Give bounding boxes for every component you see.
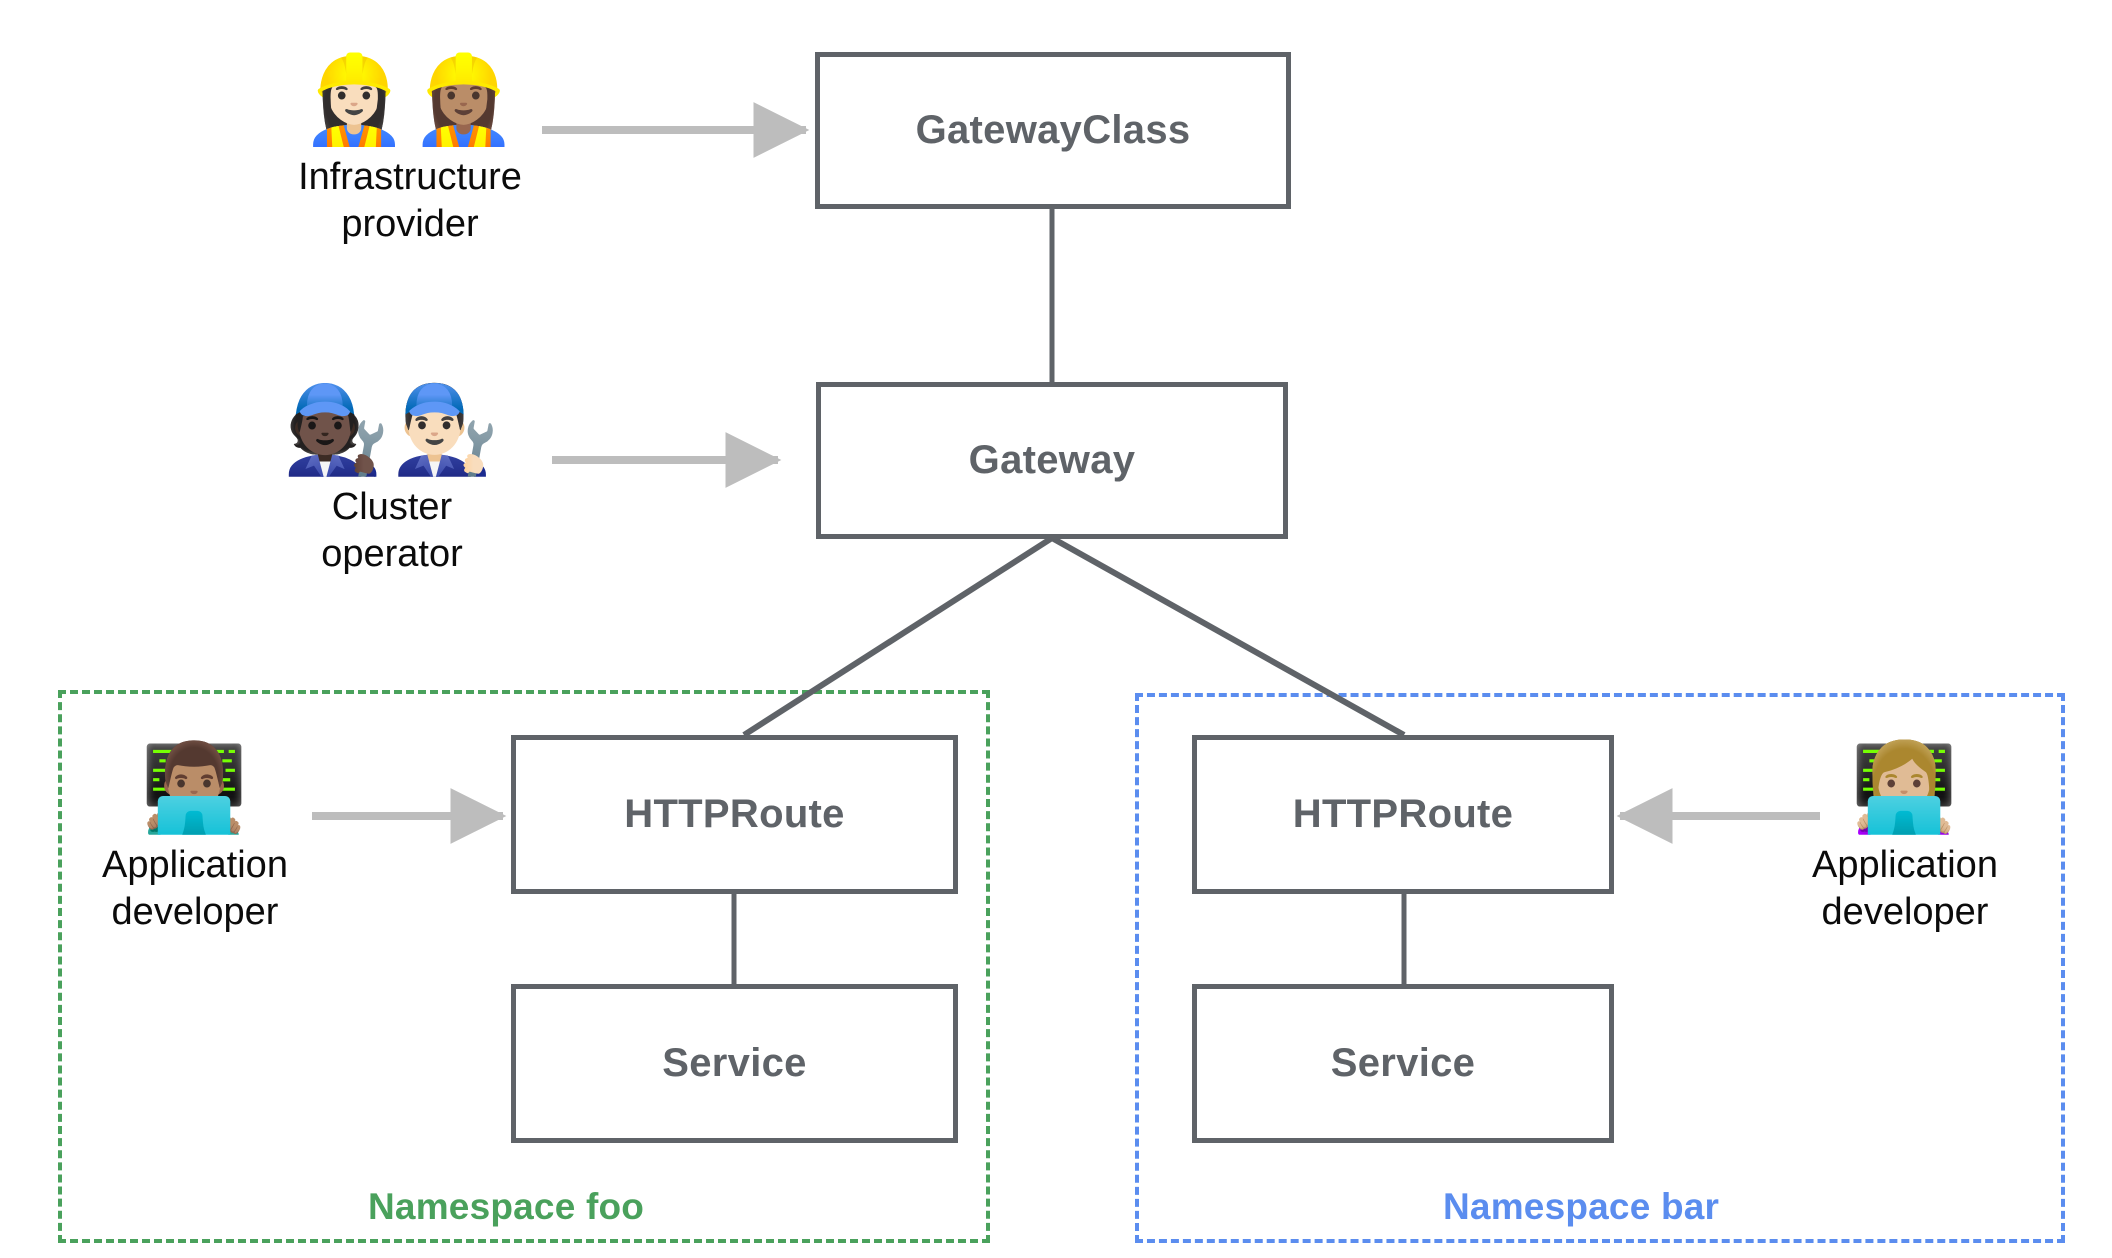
mechanic-icon: 🧑🏿‍🔧👨🏻‍🔧 — [282, 380, 502, 480]
persona-application-developer-bar-caption: Application developer — [1812, 844, 1998, 933]
persona-cluster-operator-caption: Cluster operator — [321, 486, 463, 575]
namespace-bar-label: Namespace bar — [1443, 1186, 1720, 1227]
service-foo-node[interactable]: Service — [511, 984, 958, 1143]
namespace-bar-box — [1135, 693, 2065, 1243]
woman-technologist-icon: 👩🏼‍💻 — [1850, 738, 1960, 838]
service-bar-node[interactable]: Service — [1192, 984, 1614, 1143]
httproute-foo-label: HTTPRoute — [624, 792, 845, 836]
service-foo-label: Service — [662, 1041, 807, 1085]
httproute-bar-node[interactable]: HTTPRoute — [1192, 735, 1614, 894]
persona-cluster-operator: 🧑🏿‍🔧👨🏻‍🔧 Cluster operator — [252, 382, 532, 577]
persona-infrastructure-provider-caption: Infrastructure provider — [298, 156, 522, 245]
httproute-bar-label: HTTPRoute — [1292, 792, 1514, 836]
persona-application-developer-bar: 👩🏼‍💻 Application developer — [1790, 740, 2020, 935]
gateway-node[interactable]: Gateway — [816, 382, 1288, 539]
man-technologist-icon: 👨🏽‍💻 — [140, 738, 250, 838]
woman-construction-worker-icon: 👷🏻‍♀️👷🏽‍♀️ — [300, 50, 520, 150]
gateway-label: Gateway — [968, 438, 1136, 482]
gatewayclass-node[interactable]: GatewayClass — [815, 52, 1291, 209]
persona-infrastructure-provider: 👷🏻‍♀️👷🏽‍♀️ Infrastructure provider — [270, 52, 550, 247]
gatewayclass-label: GatewayClass — [915, 108, 1191, 152]
httproute-foo-node[interactable]: HTTPRoute — [511, 735, 958, 894]
service-bar-label: Service — [1330, 1041, 1476, 1085]
persona-application-developer-foo: 👨🏽‍💻 Application developer — [80, 740, 310, 935]
persona-application-developer-foo-caption: Application developer — [102, 844, 288, 933]
namespace-foo-box — [58, 690, 990, 1243]
namespace-foo-label: Namespace foo — [368, 1186, 645, 1227]
